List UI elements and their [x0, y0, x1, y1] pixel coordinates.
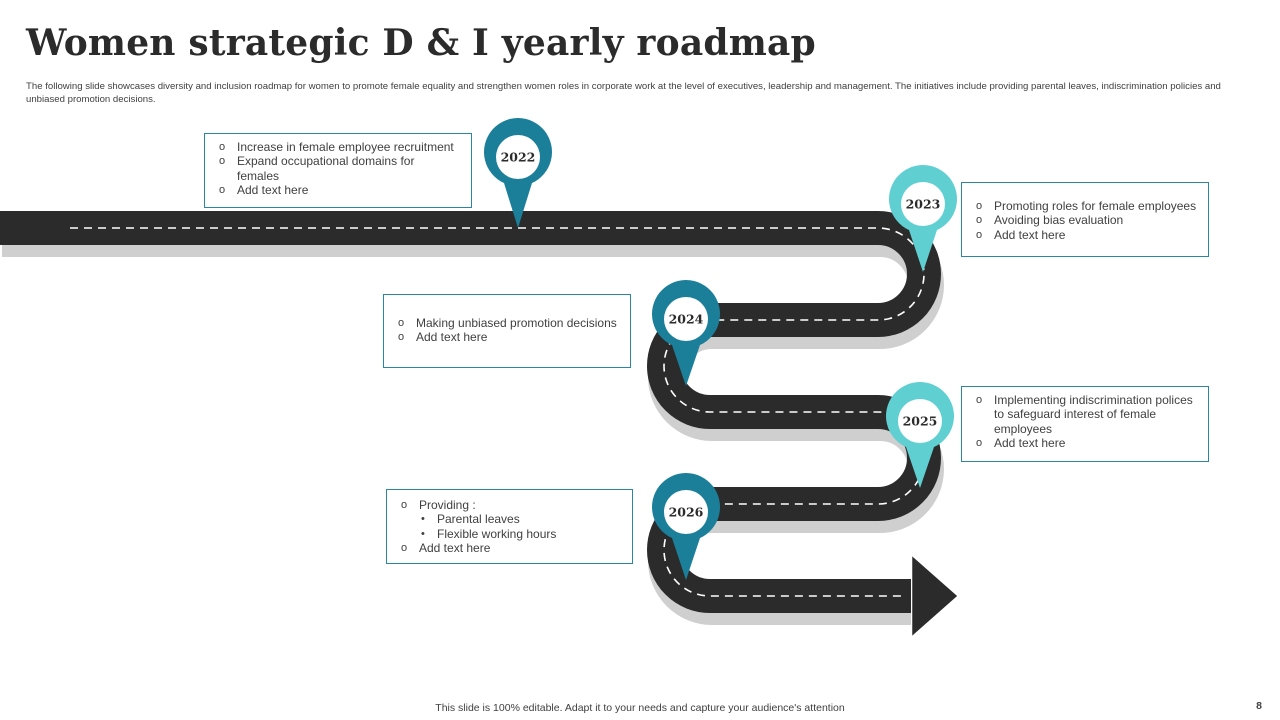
list-item: Avoiding bias evaluation: [974, 213, 1200, 228]
pin-2024-year: 2024: [669, 312, 704, 327]
list-item-label: Providing :: [419, 498, 476, 512]
milestone-2025-list: Implementing indiscrimination polices to…: [974, 393, 1200, 450]
milestone-2026-box: Providing : Parental leaves Flexible wor…: [386, 489, 633, 564]
slide-description: The following slide showcases diversity …: [26, 81, 1221, 105]
milestone-2022-box: Increase in female employee recruitment …: [204, 133, 472, 208]
page-number: 8: [1256, 700, 1262, 712]
sublist-item: Flexible working hours: [419, 527, 624, 542]
list-item: Expand occupational domains for females: [217, 154, 417, 183]
road-arrow-outline: [912, 556, 958, 636]
list-item: Add text here: [974, 436, 1200, 451]
pin-2022-year: 2022: [501, 150, 536, 165]
pin-2022: 2022: [484, 118, 553, 228]
list-item: Making unbiased promotion decisions: [396, 316, 622, 331]
list-item: Add text here: [396, 330, 622, 345]
pin-2025: 2025: [886, 382, 954, 488]
list-item: Increase in female employee recruitment: [217, 140, 463, 155]
pin-2023: 2023: [889, 165, 957, 272]
milestone-2026-sublist: Parental leaves Flexible working hours: [419, 512, 624, 541]
milestone-2022-list: Increase in female employee recruitment …: [217, 140, 463, 197]
road-dashes: [70, 227, 925, 597]
pin-2025-year: 2025: [903, 414, 938, 429]
list-item: Promoting roles for female employees: [974, 199, 1200, 214]
pin-2023-year: 2023: [906, 197, 941, 212]
pin-2026: 2026: [652, 473, 720, 580]
page-title: Women strategic D & I yearly roadmap: [26, 22, 816, 64]
milestone-2025-box: Implementing indiscrimination polices to…: [961, 386, 1209, 462]
pin-2024: 2024: [652, 280, 720, 386]
list-item: Add text here: [974, 228, 1200, 243]
list-item: Implementing indiscrimination polices to…: [974, 393, 1194, 436]
list-item: Add text here: [399, 541, 624, 556]
milestone-2023-list: Promoting roles for female employees Avo…: [974, 199, 1200, 242]
pin-2026-year: 2026: [669, 505, 704, 520]
milestone-2023-box: Promoting roles for female employees Avo…: [961, 182, 1209, 257]
footer-note: This slide is 100% editable. Adapt it to…: [435, 702, 845, 714]
list-item: Add text here: [217, 183, 463, 198]
list-item: Providing : Parental leaves Flexible wor…: [399, 498, 624, 541]
road-arrow-head: [911, 553, 960, 639]
sublist-item: Parental leaves: [419, 512, 624, 527]
milestone-2024-list: Making unbiased promotion decisions Add …: [396, 316, 622, 345]
milestone-2024-box: Making unbiased promotion decisions Add …: [383, 294, 631, 368]
milestone-2026-list: Providing : Parental leaves Flexible wor…: [399, 498, 624, 555]
